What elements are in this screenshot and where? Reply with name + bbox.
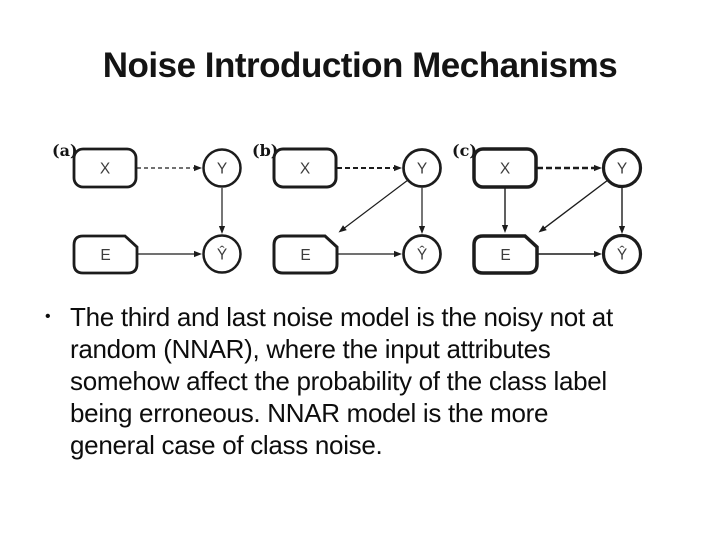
diagram-b-node-X-label: X xyxy=(300,161,311,178)
diagram-a-label: (a) xyxy=(52,141,78,160)
diagram-c-arrowhead-Y-E xyxy=(538,225,547,233)
diagram-c-edge-Y-E xyxy=(542,179,609,230)
diagram-a-arrowhead-E-Yhat xyxy=(194,250,202,258)
diagram-c-node-X-label: X xyxy=(500,161,511,178)
diagram-c-node-Yhat xyxy=(601,233,643,275)
diagram-b-arrowhead-Y-Yhat xyxy=(418,226,426,234)
diagram-b: (b) X E Y Ŷ xyxy=(252,141,442,275)
diagram-b-node-Yhat xyxy=(402,234,442,274)
diagram-b-node-Y-label: Y xyxy=(417,161,427,178)
diagram-c-node-E-label: E xyxy=(500,247,510,264)
diagram-c-node-E xyxy=(472,234,539,275)
diagram-c-node-X xyxy=(472,147,538,189)
diagram-a: (a) X E Y Ŷ xyxy=(52,141,242,275)
diagram-b-node-Y xyxy=(402,148,442,188)
diagram-c-node-Y-label: Y xyxy=(617,161,627,178)
diagram-c-arrowhead-X-E xyxy=(501,225,509,233)
diagram-a-node-Yhat-label: Ŷ xyxy=(217,247,227,264)
slide-title: Noise Introduction Mechanisms xyxy=(102,46,618,85)
diagram-c-arrowhead-Y-Yhat xyxy=(618,226,626,234)
diagram-c-arrowhead-X-Y xyxy=(594,164,602,172)
bullet-line-4: being erroneous. NNAR model is the more xyxy=(70,398,549,428)
diagram-b-node-Yhat-label: Ŷ xyxy=(417,247,427,264)
diagram-a-node-Y xyxy=(202,148,242,188)
noise-models-figure: (a) X E Y Ŷ (b) X E Y Ŷ (c) X E Y Ŷ xyxy=(50,128,670,278)
bullet-line-2: random (NNAR), where the input attribute… xyxy=(70,334,551,364)
bullet-marker: • xyxy=(45,308,51,325)
diagram-a-node-X xyxy=(72,147,138,189)
diagram-c-node-Yhat-label: Ŷ xyxy=(617,247,627,264)
diagram-a-node-X-label: X xyxy=(100,161,111,178)
bullet-line-5: general case of class noise. xyxy=(70,430,383,460)
diagram-b-node-E xyxy=(272,234,339,275)
diagram-a-node-E xyxy=(72,234,139,275)
bullet-line-3: somehow affect the probability of the cl… xyxy=(70,366,607,396)
diagram-b-arrowhead-E-Yhat xyxy=(394,250,402,258)
diagram-b-arrowhead-X-Y xyxy=(394,164,402,172)
diagram-a-node-Y-label: Y xyxy=(217,161,227,178)
diagram-a-node-Yhat xyxy=(202,234,242,274)
diagram-b-edge-Y-E xyxy=(342,179,409,230)
diagram-a-node-E-label: E xyxy=(100,247,110,264)
diagram-c: (c) X E Y Ŷ xyxy=(452,141,643,275)
diagram-b-arrowhead-Y-E xyxy=(338,225,347,233)
diagram-c-node-Y xyxy=(601,147,643,189)
diagram-a-arrowhead-X-Y xyxy=(194,164,202,172)
diagram-c-label: (c) xyxy=(452,141,477,160)
diagram-a-arrowhead-Y-Yhat xyxy=(218,226,226,234)
bullet-item: • The third and last noise model is the … xyxy=(45,301,690,461)
bullet-text: The third and last noise model is the no… xyxy=(70,301,613,461)
diagram-b-node-E-label: E xyxy=(300,247,310,264)
diagram-c-arrowhead-E-Yhat xyxy=(594,250,602,258)
diagram-b-label: (b) xyxy=(252,141,278,160)
bullet-line-1: The third and last noise model is the no… xyxy=(70,302,613,332)
diagram-b-node-X xyxy=(272,147,338,189)
